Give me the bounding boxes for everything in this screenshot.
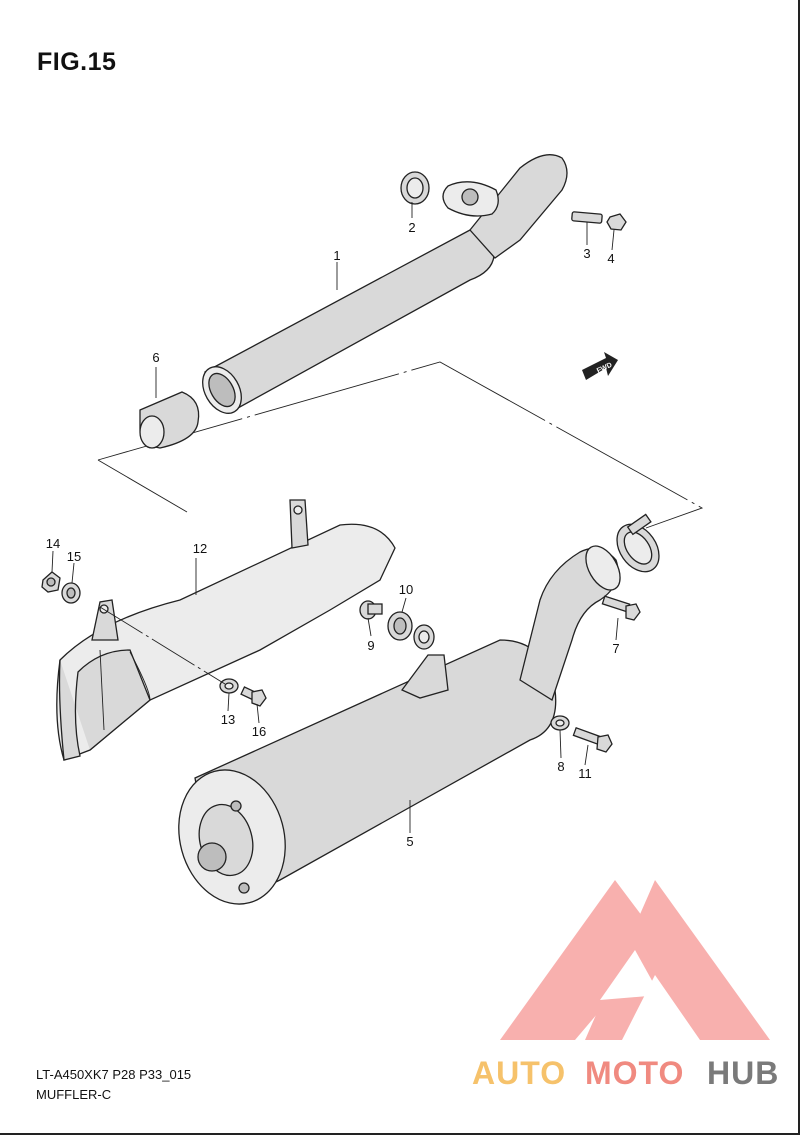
- assembly-outline-lower: [97, 459, 188, 513]
- figure-title: FIG.15: [37, 48, 117, 76]
- part-15-grommet: [61, 582, 81, 604]
- callout-10: 10: [399, 582, 413, 597]
- callout-3: 3: [583, 246, 590, 261]
- watermark-moto: MOTO: [585, 1055, 684, 1091]
- watermark-triangle-inner: [600, 950, 660, 1000]
- pipe-clamp: [616, 513, 660, 573]
- watermark-triangle-left: [500, 880, 660, 1040]
- part-3-stud-bolt: [571, 211, 603, 224]
- model-code: LT-A450XK7 P28 P33_015: [36, 1067, 192, 1082]
- callout-7: 7: [612, 641, 619, 656]
- part-8-washer: [550, 715, 570, 731]
- part-12-heat-shield: [56, 499, 396, 761]
- watermark-logo: [500, 880, 770, 1040]
- callout-8: 8: [557, 759, 564, 774]
- callout-1: 1: [333, 248, 340, 263]
- part-2-gasket: [400, 171, 430, 205]
- callout-2: 2: [408, 220, 415, 235]
- callout-9: 9: [367, 638, 374, 653]
- part-11-bolt: [572, 726, 613, 753]
- callout-6: 6: [152, 350, 159, 365]
- assembly-outline-upper: [97, 361, 704, 529]
- leader-lines: [51, 202, 619, 833]
- fwd-arrow: FWD: [582, 352, 618, 380]
- part-6-sleeve: [139, 391, 200, 449]
- part-10-grommet: [387, 611, 413, 641]
- part-4-nut: [606, 213, 627, 231]
- watermark-text: AUTO MOTO HUB: [472, 1055, 779, 1091]
- part-1-exhaust-pipe: [202, 154, 568, 414]
- callout-15: 15: [67, 549, 81, 564]
- part-16-bolt: [240, 686, 267, 707]
- section-name: MUFFLER-C: [36, 1087, 112, 1102]
- part-9-bolt: [359, 600, 383, 620]
- watermark-triangle-right: [585, 880, 770, 1040]
- part-10-washer: [413, 624, 435, 650]
- part-5-muffler: [178, 545, 621, 905]
- callout-14: 14: [46, 536, 60, 551]
- callout-5: 5: [406, 834, 413, 849]
- callout-numbers: 1 2 3 4 5 6 7 8 9 10 11 12 13 14 15 16: [46, 220, 620, 849]
- part-14-nut: [41, 571, 61, 593]
- callout-12: 12: [193, 541, 207, 556]
- watermark-auto: AUTO: [472, 1055, 566, 1091]
- part-13-washer: [219, 678, 239, 694]
- part-7-bolt: [601, 595, 641, 621]
- callout-4: 4: [607, 251, 614, 266]
- watermark-hub: HUB: [707, 1055, 779, 1091]
- callout-16: 16: [252, 724, 266, 739]
- callout-13: 13: [221, 712, 235, 727]
- callout-11: 11: [578, 766, 592, 781]
